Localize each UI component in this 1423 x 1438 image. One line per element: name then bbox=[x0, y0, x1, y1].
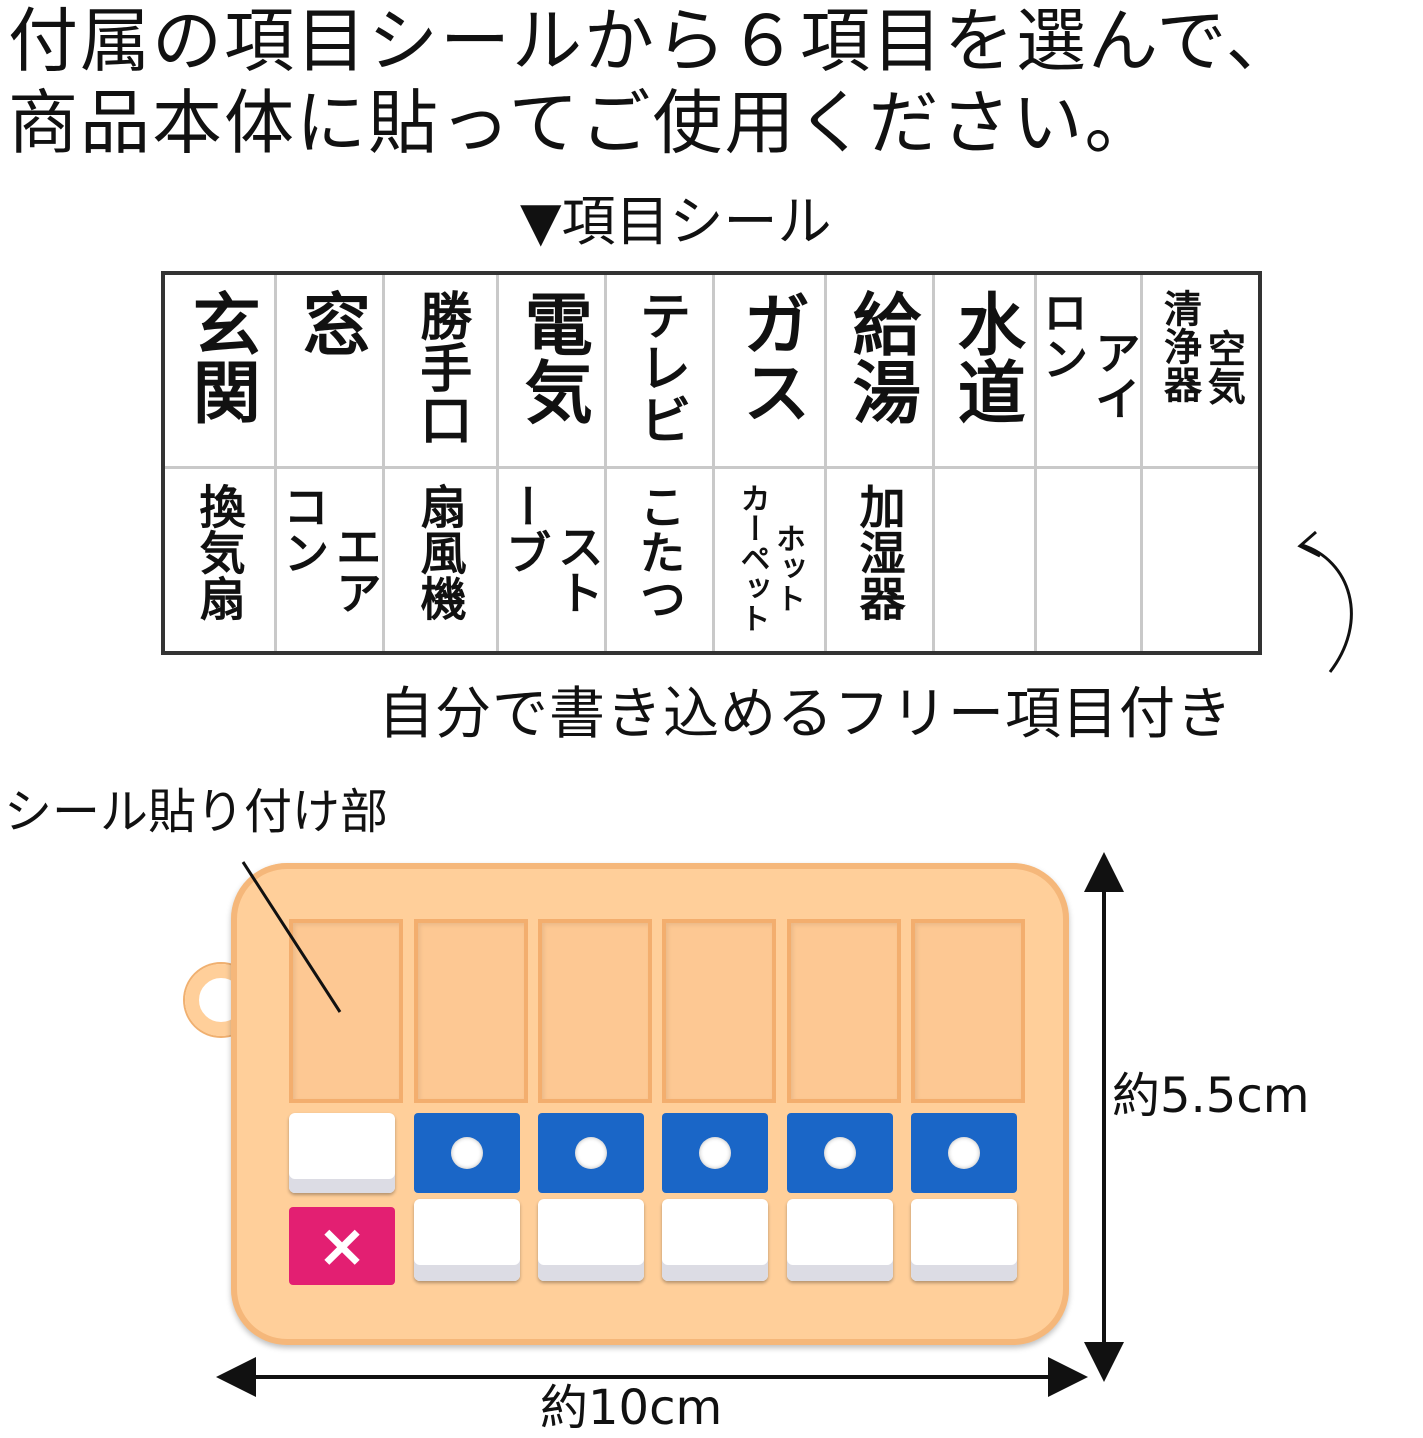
sticker-slot bbox=[787, 919, 901, 1103]
sticker-label: 玄関 bbox=[180, 289, 260, 425]
free-item-note: 自分で書き込めるフリー項目付き bbox=[378, 682, 1233, 747]
indicator-dot-icon bbox=[699, 1137, 731, 1169]
sticker-label: 換気扇 bbox=[192, 483, 247, 621]
sticker-slot bbox=[414, 919, 528, 1103]
sticker-cell: ガス bbox=[715, 275, 827, 469]
sticker-label: ガス bbox=[730, 289, 810, 425]
sticker-cell bbox=[935, 469, 1037, 651]
sticker-cell: こたつ bbox=[607, 469, 715, 651]
sticker-label: コン bbox=[277, 483, 331, 575]
sticker-sheet: 玄関窓勝手口電気テレビガス給湯水道アイロン空気清浄器換気扇エアコン扇風機ストーブ… bbox=[161, 271, 1262, 655]
check-key[interactable] bbox=[538, 1199, 644, 1281]
sticker-slot bbox=[662, 919, 776, 1103]
sticker-cell: ストーブ bbox=[499, 469, 607, 651]
sticker-label: 勝手口 bbox=[410, 289, 471, 445]
sticker-label: 電気 bbox=[512, 289, 592, 425]
check-key[interactable] bbox=[662, 1199, 768, 1281]
sticker-cell: 加湿器 bbox=[827, 469, 935, 651]
indicator-dot-icon bbox=[948, 1137, 980, 1169]
sticker-cell: エアコン bbox=[277, 469, 385, 651]
seal-leader-line bbox=[241, 861, 342, 1013]
indicator-dot-icon bbox=[575, 1137, 607, 1169]
sticker-cell: ホットカーペット bbox=[715, 469, 827, 651]
headline: 付属の項目シールから６項目を選んで、 商品本体に貼ってご使用ください。 bbox=[8, 0, 1298, 164]
sticker-label: こたつ bbox=[632, 483, 687, 621]
sticker-slot bbox=[911, 919, 1025, 1103]
sticker-label: 窓 bbox=[290, 289, 370, 357]
reset-key-cap[interactable] bbox=[289, 1113, 395, 1193]
sticker-slot bbox=[538, 919, 652, 1103]
sticker-label: カーペット bbox=[734, 483, 770, 633]
height-dimension-label: 約5.5cm bbox=[1112, 1068, 1310, 1124]
sticker-cell bbox=[1037, 469, 1143, 651]
sticker-grid: 玄関窓勝手口電気テレビガス給湯水道アイロン空気清浄器換気扇エアコン扇風機ストーブ… bbox=[165, 275, 1258, 651]
device-body: × bbox=[231, 863, 1069, 1345]
sticker-cell: 電気 bbox=[499, 275, 607, 469]
sticker-label: 水道 bbox=[945, 289, 1025, 425]
sticker-label: エア bbox=[328, 523, 383, 615]
sticker-cell: 給湯 bbox=[827, 275, 935, 469]
sticker-label: 加湿器 bbox=[852, 483, 907, 621]
check-indicator bbox=[414, 1113, 520, 1193]
sticker-label: 清浄器 bbox=[1157, 289, 1202, 403]
sticker-label: スト bbox=[550, 523, 605, 615]
sticker-label: ホット bbox=[770, 523, 805, 613]
indicator-dot-icon bbox=[451, 1137, 483, 1169]
check-indicator bbox=[538, 1113, 644, 1193]
sticker-cell: テレビ bbox=[607, 275, 715, 469]
sticker-label: ーブ bbox=[499, 483, 553, 575]
sticker-slot bbox=[289, 919, 403, 1103]
sticker-label: 扇風機 bbox=[413, 483, 468, 621]
sticker-cell: 空気清浄器 bbox=[1143, 275, 1258, 469]
sticker-label: アイ bbox=[1087, 329, 1142, 421]
seal-area-label: シール貼り付け部 bbox=[4, 784, 389, 840]
free-item-arrow-head bbox=[1297, 530, 1321, 558]
sticker-label: ロン bbox=[1037, 289, 1090, 381]
check-indicator bbox=[911, 1113, 1017, 1193]
sticker-cell: 水道 bbox=[935, 275, 1037, 469]
sticker-cell: 換気扇 bbox=[165, 469, 277, 651]
reset-key-x: × bbox=[289, 1207, 395, 1285]
sticker-cell: 扇風機 bbox=[385, 469, 499, 651]
sticker-cell: 玄関 bbox=[165, 275, 277, 469]
sticker-cell: 勝手口 bbox=[385, 275, 499, 469]
check-key[interactable] bbox=[414, 1199, 520, 1281]
free-item-curve-arrow bbox=[1301, 543, 1353, 673]
sticker-label: 給湯 bbox=[840, 289, 920, 425]
check-key[interactable] bbox=[911, 1199, 1017, 1281]
sticker-cell: アイロン bbox=[1037, 275, 1143, 469]
indicator-dot-icon bbox=[824, 1137, 856, 1169]
check-indicator bbox=[662, 1113, 768, 1193]
sticker-label: 空気 bbox=[1201, 329, 1246, 405]
check-indicator bbox=[787, 1113, 893, 1193]
sticker-label: テレビ bbox=[629, 289, 690, 445]
sticker-cell: 窓 bbox=[277, 275, 385, 469]
check-key[interactable] bbox=[787, 1199, 893, 1281]
sticker-sheet-title: ▼項目シール bbox=[520, 190, 832, 253]
